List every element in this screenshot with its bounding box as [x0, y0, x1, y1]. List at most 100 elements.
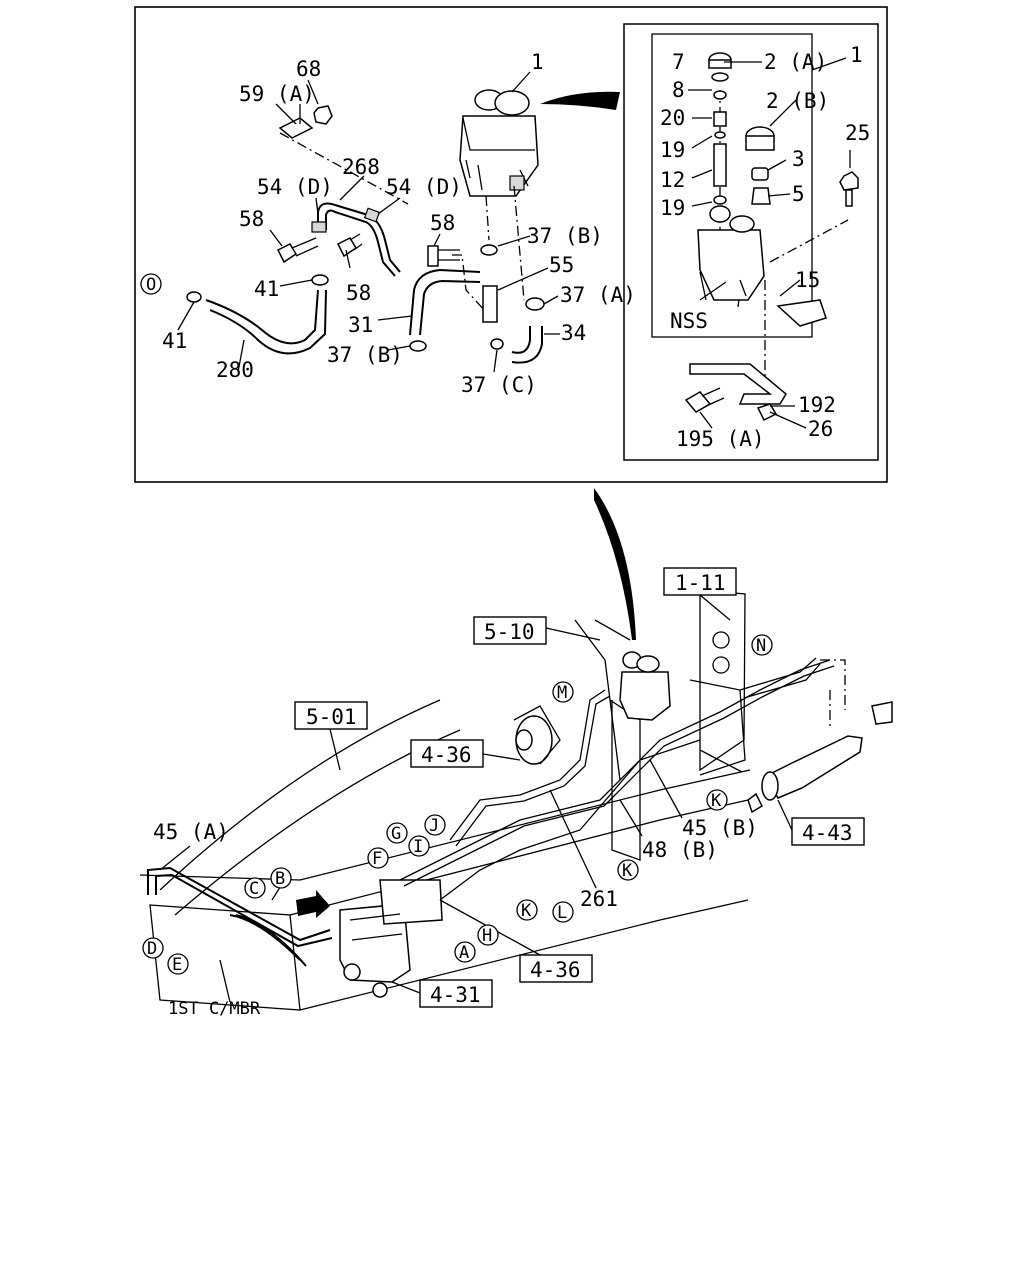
assembly-labels: 45 (A) 45 (B) 48 (B) 261 1ST C/MBR — [153, 816, 758, 1019]
detail-panel: 1 68 59 (A) 268 54 (D) 54 (D) 58 58 58 4… — [134, 6, 888, 483]
ref-4-36: 4-36 — [421, 743, 472, 767]
connecting-arrow-icon — [594, 488, 636, 640]
callout-n: N — [756, 636, 766, 656]
ref-5-10: 5-10 — [484, 620, 535, 644]
label-31: 31 — [348, 313, 373, 337]
label-8: 8 — [672, 78, 685, 102]
leader-line — [452, 254, 496, 323]
callout-k: K — [711, 791, 722, 811]
inset-subframe — [651, 33, 813, 338]
label-5: 5 — [792, 182, 805, 206]
label-192: 192 — [798, 393, 836, 417]
label-12: 12 — [660, 168, 685, 192]
label-2a: 2 (A) — [764, 50, 827, 74]
ref-box-5-10[interactable] — [473, 616, 547, 645]
label-37c: 37 (C) — [461, 373, 537, 397]
callout-b: B — [275, 869, 285, 889]
damper — [747, 701, 893, 814]
callout-e: E — [172, 955, 182, 975]
label-3: 3 — [792, 147, 805, 171]
bolt-icon — [427, 245, 460, 267]
callout-f: F — [372, 849, 382, 869]
label-19: 19 — [660, 138, 685, 162]
callout-g: G — [391, 824, 401, 844]
ref-5-01: 5-01 — [306, 705, 357, 729]
label-2b: 2 (B) — [766, 89, 829, 113]
pointer-arrow-icon — [540, 91, 620, 110]
label-58: 58 — [430, 211, 455, 235]
chassis-bracket — [699, 589, 746, 772]
label-195a: 195 (A) — [676, 427, 765, 451]
callout-h: H — [482, 926, 492, 946]
clamp-icon — [186, 291, 202, 303]
clamp-icon — [480, 244, 498, 256]
hydraulic-lines — [147, 657, 846, 967]
label-41: 41 — [162, 329, 187, 353]
label-37b: 37 (B) — [327, 343, 403, 367]
label-54d: 54 (D) — [386, 175, 462, 199]
callout-j: J — [429, 816, 439, 836]
label-26: 26 — [808, 417, 833, 441]
label-19: 19 — [660, 196, 685, 220]
label-48b: 48 (B) — [642, 838, 718, 862]
detail-labels: 1 68 59 (A) 268 54 (D) 54 (D) 58 58 58 4… — [140, 50, 636, 397]
callout-l: L — [557, 903, 567, 923]
bolt-icon — [336, 233, 363, 258]
label-25: 25 — [845, 121, 870, 145]
ref-box-1-11[interactable] — [663, 567, 737, 596]
inset-frame — [623, 23, 879, 461]
hose-34 — [511, 326, 531, 354]
leader-line — [513, 185, 525, 301]
ref-box-4-31[interactable] — [419, 979, 493, 1008]
clamp-icon — [525, 297, 545, 311]
hose-268 — [317, 202, 401, 273]
ref-4-43: 4-43 — [802, 821, 853, 845]
label-7: 7 — [672, 50, 685, 74]
ref-4-31: 4-31 — [430, 983, 481, 1007]
callout-k: K — [521, 901, 532, 921]
ref-box-4-43[interactable] — [791, 817, 865, 846]
clamp-icon — [490, 338, 504, 350]
steering-gear — [339, 879, 443, 998]
leader-line — [485, 195, 490, 241]
reservoir-tank — [459, 89, 539, 197]
pump-assembly — [513, 705, 561, 765]
label-268: 268 — [342, 155, 380, 179]
callout-o: O — [146, 275, 156, 295]
circled-callouts: N M K K K J I G F C B D E A — [142, 634, 773, 975]
label-280: 280 — [216, 358, 254, 382]
label-68: 68 — [296, 57, 321, 81]
reservoir-tank — [619, 651, 671, 721]
reference-boxes: 1-11 5-10 5-01 4-36 4-36 4-43 4-31 — [294, 567, 865, 1008]
label-20: 20 — [660, 106, 685, 130]
callout-c: C — [249, 879, 259, 899]
ref-box-4-36[interactable] — [410, 739, 484, 768]
label-58: 58 — [239, 207, 264, 231]
hose-55 — [482, 285, 498, 323]
label-261: 261 — [580, 887, 618, 911]
label-58: 58 — [346, 281, 371, 305]
label-37a: 37 (A) — [560, 283, 636, 307]
pipe-31 — [409, 268, 481, 336]
leader-line — [769, 219, 849, 263]
clamp-icon — [409, 340, 427, 352]
label-55: 55 — [549, 253, 574, 277]
label-54d: 54 (D) — [257, 175, 333, 199]
nut-icon — [313, 105, 333, 125]
inset-exploded-parts — [684, 52, 859, 422]
direction-arrow-icon — [296, 890, 330, 918]
inset-labels: 7 2 (A) 1 8 2 (B) 20 19 3 12 19 5 25 15 … — [660, 43, 870, 451]
label-34: 34 — [561, 321, 586, 345]
ref-box-4-36[interactable] — [519, 954, 593, 983]
label-15: 15 — [795, 268, 820, 292]
ref-4-36: 4-36 — [530, 958, 581, 982]
callout-m: M — [557, 683, 567, 703]
ref-box-5-01[interactable] — [294, 701, 368, 730]
detail-frame — [134, 6, 888, 483]
hose-280 — [205, 289, 319, 345]
label-1: 1 — [850, 43, 863, 67]
callout-k: K — [622, 861, 633, 881]
label-1: 1 — [531, 50, 544, 74]
callout-a: A — [459, 943, 469, 963]
